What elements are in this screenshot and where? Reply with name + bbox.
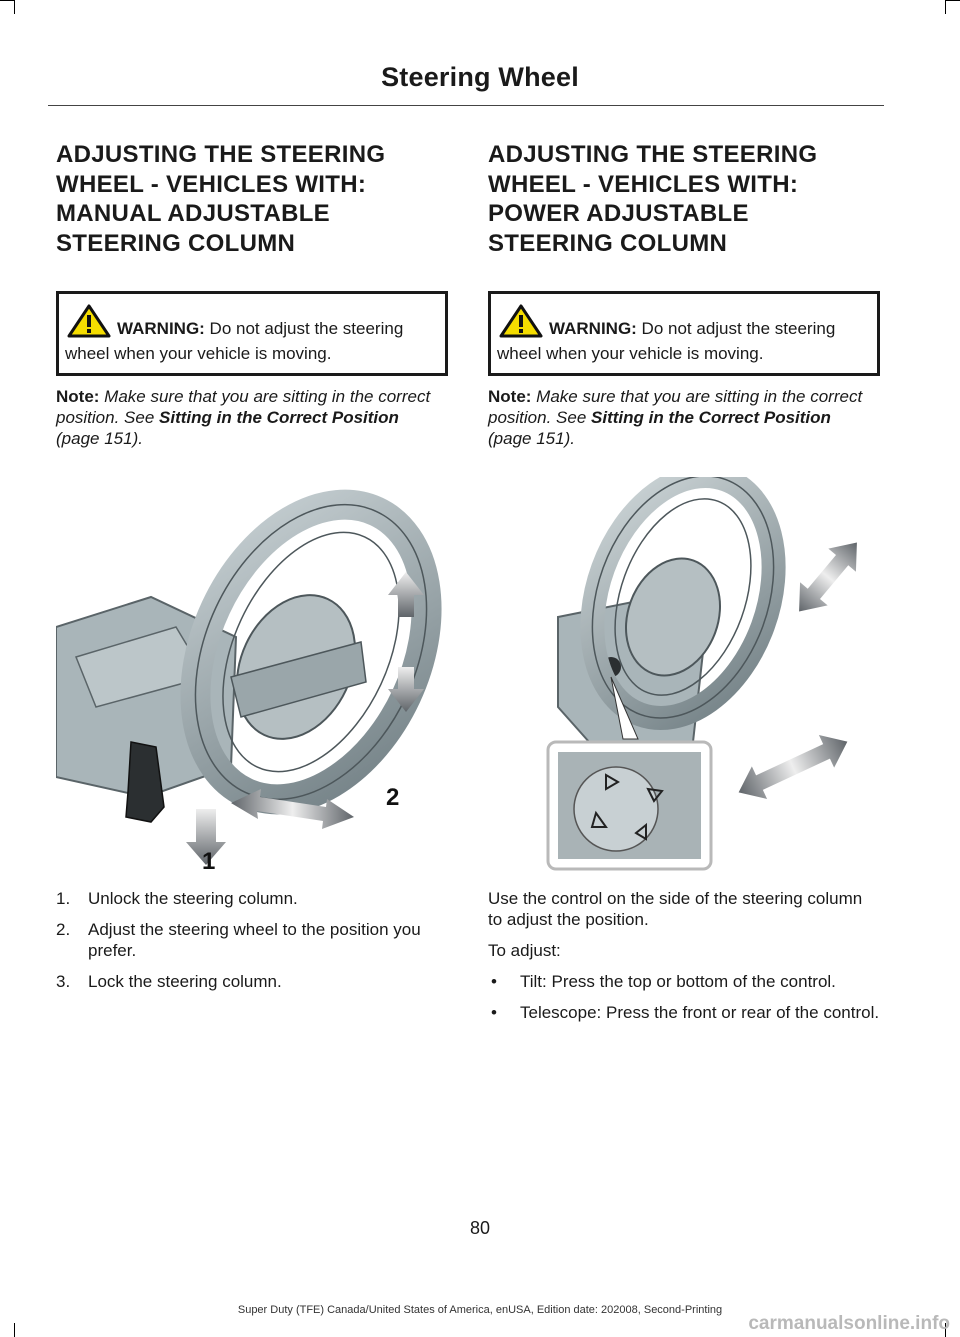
section-heading: ADJUSTING THE STEERING WHEEL - VEHICLES …: [56, 140, 456, 258]
cross-reference-link[interactable]: Sitting in the Correct Position: [591, 408, 831, 427]
heading-line: STEERING COLUMN: [488, 229, 728, 257]
crop-mark: [14, 0, 15, 14]
warning-triangle-icon: [499, 304, 543, 343]
list-item: 3. Lock the steering column.: [56, 971, 446, 992]
crop-mark: [14, 1323, 15, 1337]
bullet-text: Tilt: Press the top or bottom of the con…: [520, 972, 836, 991]
callout-1: 1: [202, 848, 215, 872]
note-page: (page 151).: [56, 429, 143, 448]
warning-triangle-icon: [67, 304, 111, 343]
note: Note: Make sure that you are sitting in …: [56, 386, 446, 449]
step-number: 1.: [56, 889, 71, 908]
warning-text: Do not adjust the steering wheel when yo…: [65, 319, 404, 363]
page-title: Steering Wheel: [381, 62, 579, 92]
heading-line: ADJUSTING THE STEERING: [488, 141, 818, 168]
power-column-section: ADJUSTING THE STEERING WHEEL - VEHICLES …: [488, 140, 880, 449]
note-text: Make sure that you are sitting in the co…: [56, 387, 431, 427]
heading-line: MANUAL ADJUSTABLE: [56, 200, 330, 227]
to-adjust-label: To adjust:: [488, 941, 561, 960]
callout-2: 2: [386, 784, 399, 811]
power-steering-illustration: [488, 463, 878, 872]
cross-reference-link[interactable]: Sitting in the Correct Position: [159, 408, 399, 427]
bullet: •: [491, 972, 497, 991]
crop-mark: [0, 0, 14, 1]
section-heading: ADJUSTING THE STEERING WHEEL - VEHICLES …: [488, 140, 888, 258]
bullet-text: Telescope: Press the front or rear of th…: [520, 1003, 880, 1022]
note-label: Note:: [56, 387, 100, 406]
page-number: 80: [469, 1218, 491, 1238]
steps-list: 1. Unlock the steering column. 2. Adjust t…: [56, 888, 446, 1002]
heading-line: POWER ADJUSTABLE: [488, 200, 749, 227]
step-number: 3.: [56, 972, 71, 991]
step-text: Adjust the steering wheel to the positio…: [88, 920, 421, 960]
crop-mark: [945, 1323, 946, 1337]
warning-box: WARNING: Do not adjust the steering whee…: [488, 291, 880, 376]
manual-steering-illustration: 2 1: [55, 477, 446, 875]
list-item: 1. Unlock the steering column.: [56, 888, 446, 909]
list-item: • Telescope: Press the front or rear of t…: [488, 1002, 880, 1023]
note: Note: Make sure that you are sitting in …: [488, 386, 878, 449]
watermark: carmanualsonline.info: [748, 1313, 950, 1334]
heading-line: WHEEL - VEHICLES WITH:: [488, 170, 799, 198]
power-adjust-instructions: Use the control on the side of the steer…: [488, 888, 880, 1033]
list-item: 2. Adjust the steering wheel to the posit…: [56, 919, 446, 961]
step-text: Unlock the steering column.: [88, 889, 298, 908]
bullet: •: [491, 1003, 497, 1022]
heading-line: ADJUSTING THE STEERING: [56, 141, 386, 168]
footer-text: Super Duty (TFE) Canada/United States of…: [237, 1304, 723, 1316]
intro-text: Use the control on the side of the steer…: [488, 889, 863, 929]
warning-text: Do not adjust the steering wheel when yo…: [497, 319, 836, 363]
bullet-list: • Tilt: Press the top or bottom of the co…: [488, 971, 880, 1023]
crop-mark: [946, 0, 960, 1]
warning-box: WARNING: Do not adjust the steering whee…: [56, 291, 448, 376]
note-text: Make sure that you are sitting in the co…: [488, 387, 863, 427]
warning-label: WARNING:: [117, 319, 205, 338]
heading-line: WHEEL - VEHICLES WITH:: [56, 170, 367, 198]
heading-line: STEERING COLUMN: [56, 229, 296, 257]
step-text: Lock the steering column.: [88, 972, 282, 991]
crop-mark: [945, 0, 946, 14]
manual-column-section: ADJUSTING THE STEERING WHEEL - VEHICLES …: [56, 140, 448, 449]
warning-label: WARNING:: [549, 319, 637, 338]
note-label: Note:: [488, 387, 532, 406]
list-item: • Tilt: Press the top or bottom of the co…: [488, 971, 880, 992]
header-divider: [48, 105, 884, 106]
step-number: 2.: [56, 920, 71, 939]
note-page: (page 151).: [488, 429, 575, 448]
